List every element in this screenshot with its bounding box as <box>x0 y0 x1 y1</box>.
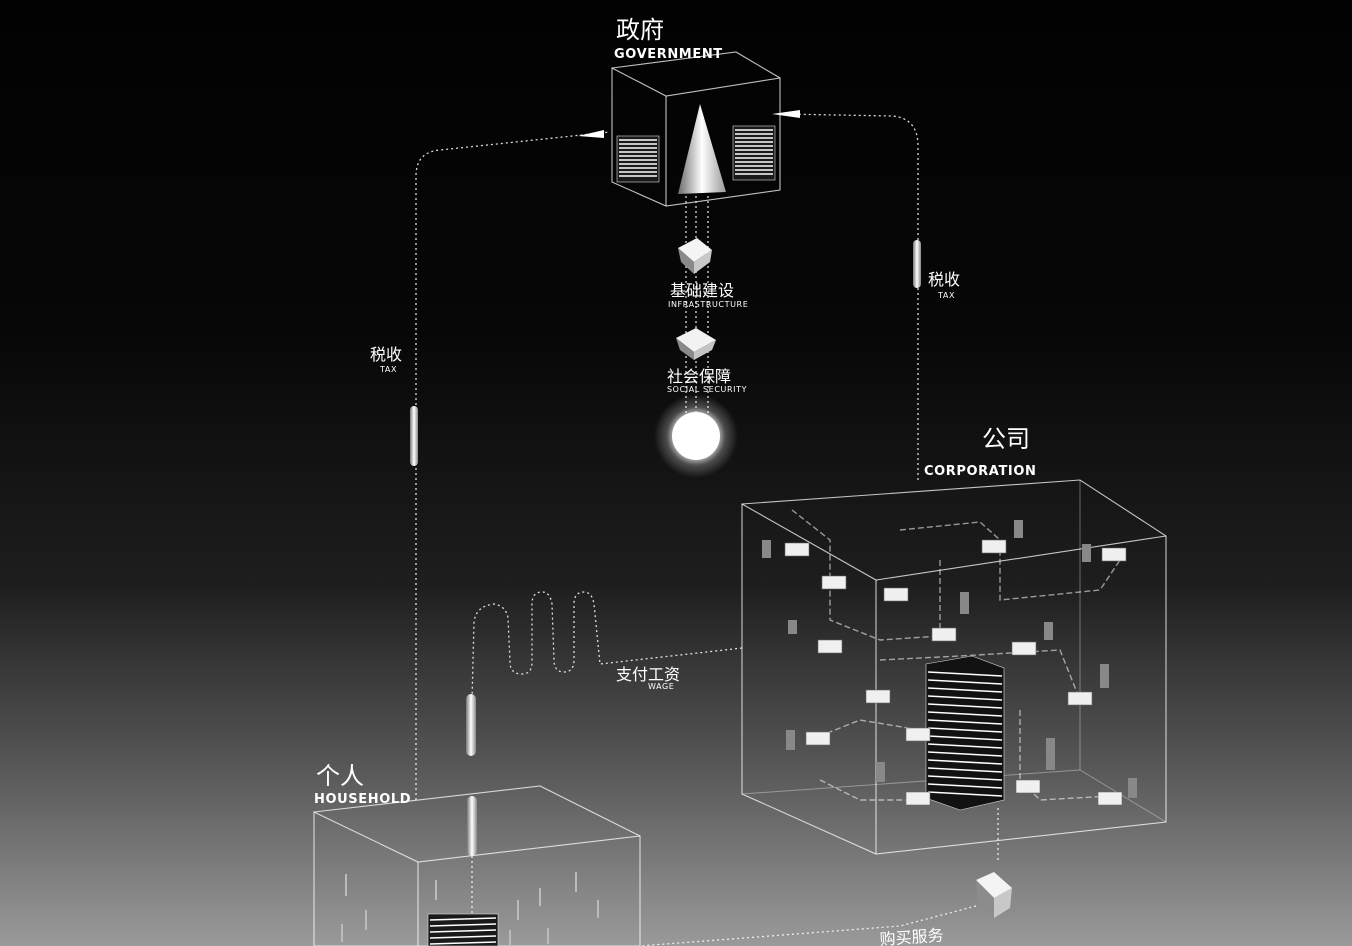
wage-label-zh: 支付工资 <box>616 665 680 684</box>
infrastructure-cube-icon <box>678 238 712 274</box>
tax-right-label-en: TAX <box>937 291 955 300</box>
tax-right-pipe <box>913 240 921 288</box>
household-pins <box>341 872 599 946</box>
government-node: 政府 GOVERNMENT <box>611 16 781 207</box>
corporation-workstations <box>784 539 1127 806</box>
tax-right-label-zh: 税收 <box>928 270 960 289</box>
tax-left-label-zh: 税收 <box>370 345 402 364</box>
corporation-node: 公司 CORPORATION <box>741 425 1167 855</box>
household-label-en: HOUSEHOLD <box>314 792 411 807</box>
infrastructure-label-zh: 基础建设 <box>670 281 734 300</box>
buy-service-cube-icon <box>976 872 1012 918</box>
corporation-cube <box>741 479 1167 855</box>
social-security-label-zh: 社会保障 <box>667 367 731 386</box>
government-cube <box>611 51 781 207</box>
buy-service-label-zh: 购买服务 <box>879 926 944 946</box>
wage-pipe-lower <box>467 796 477 856</box>
household-cube <box>313 785 641 946</box>
social-security-flow: 社会保障 SOCIAL SECURITY <box>667 328 747 394</box>
corporation-label-zh: 公司 <box>982 425 1030 453</box>
buy-service-flow: 购买服务 <box>639 808 1012 946</box>
corporation-mini-stacks <box>762 520 1137 798</box>
government-output-lines <box>685 196 709 420</box>
household-stack <box>427 913 499 946</box>
government-label-zh: 政府 <box>616 16 664 44</box>
corporation-label-en: CORPORATION <box>924 464 1036 479</box>
wage-flow: 支付工资 WAGE <box>466 591 743 756</box>
household-label-zh: 个人 <box>316 762 364 790</box>
tax-left-flow: 税收 TAX <box>370 130 611 800</box>
infrastructure-flow: 基础建设 INFRASTRUCTURE <box>668 238 748 309</box>
corporation-tower <box>925 655 1005 811</box>
infrastructure-label-en: INFRASTRUCTURE <box>668 300 748 309</box>
wage-pipe-upper <box>466 694 476 756</box>
government-label-en: GOVERNMENT <box>614 47 723 62</box>
government-stack-right <box>732 125 776 181</box>
tax-left-pipe <box>410 406 418 466</box>
government-stack-left <box>616 135 660 183</box>
tax-right-flow: 税收 TAX <box>772 110 960 480</box>
social-security-label-en: SOCIAL SECURITY <box>667 385 747 394</box>
glowing-sphere <box>654 394 738 478</box>
pyramid-icon <box>678 104 726 194</box>
wage-label-en: WAGE <box>648 682 674 691</box>
tax-left-label-en: TAX <box>379 365 397 374</box>
social-security-cube-icon <box>676 328 716 360</box>
household-node: 个人 HOUSEHOLD <box>313 762 641 946</box>
